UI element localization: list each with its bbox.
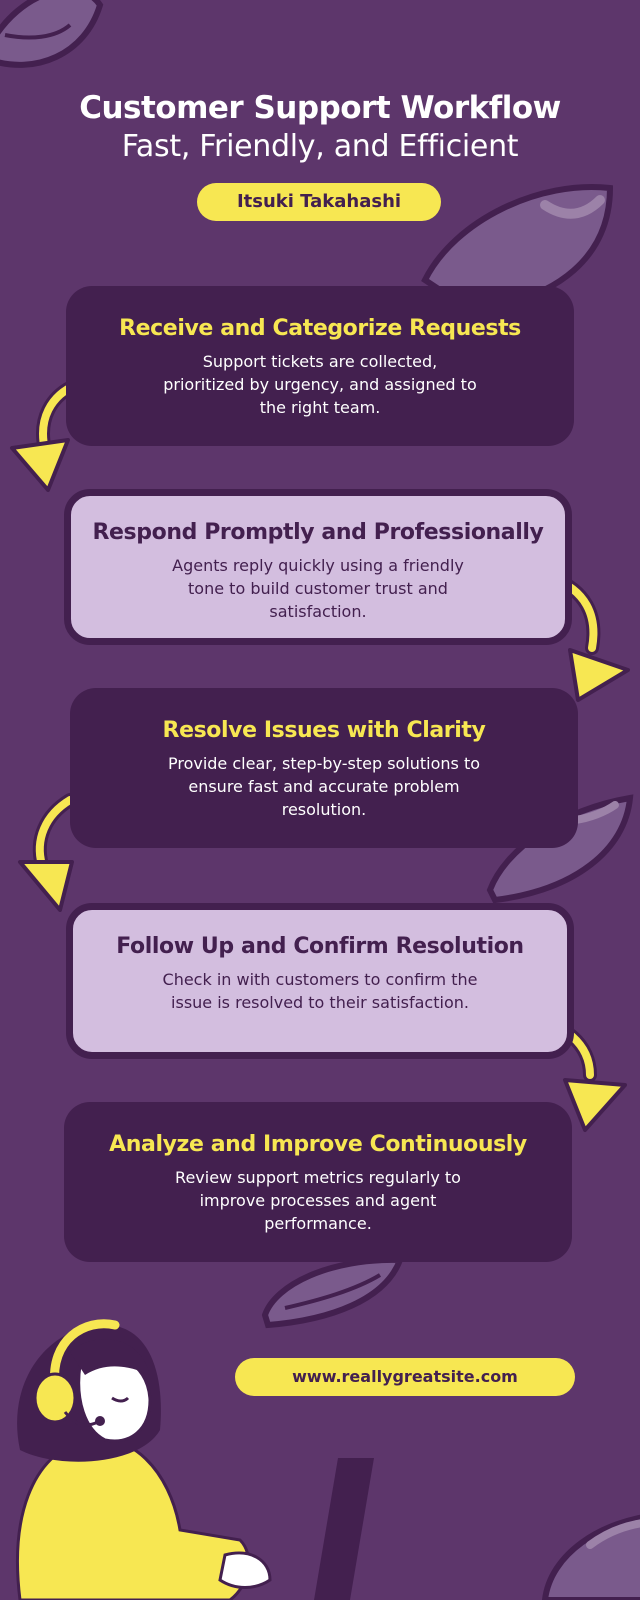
support-agent-illustration xyxy=(16,1319,374,1600)
step-card-2: Respond Promptly and Professionally Agen… xyxy=(64,489,572,645)
step-card-5: Analyze and Improve Continuously Review … xyxy=(64,1102,572,1262)
leaf-icon xyxy=(486,794,634,904)
leaf-icon xyxy=(0,0,104,68)
header: Customer Support Workflow Fast, Friendly… xyxy=(0,88,640,166)
step-description: Review support metrics regularly to impr… xyxy=(175,1168,461,1233)
step-description: Agents reply quickly using a friendly to… xyxy=(172,556,464,621)
step-title: Analyze and Improve Continuously xyxy=(109,1132,527,1157)
step-description: Support tickets are collected, prioritiz… xyxy=(163,352,477,417)
step-description: Check in with customers to confirm the i… xyxy=(162,970,478,1012)
page-subtitle: Fast, Friendly, and Efficient xyxy=(121,129,519,164)
step-card-3: Resolve Issues with Clarity Provide clea… xyxy=(70,688,578,848)
step-description: Provide clear, step-by-step solutions to… xyxy=(167,754,481,819)
step-title: Receive and Categorize Requests xyxy=(119,316,521,341)
website-link[interactable]: www.reallygreatsite.com xyxy=(235,1358,575,1396)
author-badge: Itsuki Takahashi xyxy=(197,183,441,221)
leaf-icon xyxy=(261,1256,405,1329)
step-title: Resolve Issues with Clarity xyxy=(162,718,486,743)
step-card-1: Receive and Categorize Requests Support … xyxy=(66,286,574,446)
leaf-icon xyxy=(541,1514,640,1600)
step-title: Respond Promptly and Professionally xyxy=(92,520,544,545)
page-title: Customer Support Workflow xyxy=(79,90,561,126)
step-title: Follow Up and Confirm Resolution xyxy=(116,934,524,959)
step-card-4: Follow Up and Confirm Resolution Check i… xyxy=(66,903,574,1059)
curved-arrow-icon xyxy=(18,793,77,912)
